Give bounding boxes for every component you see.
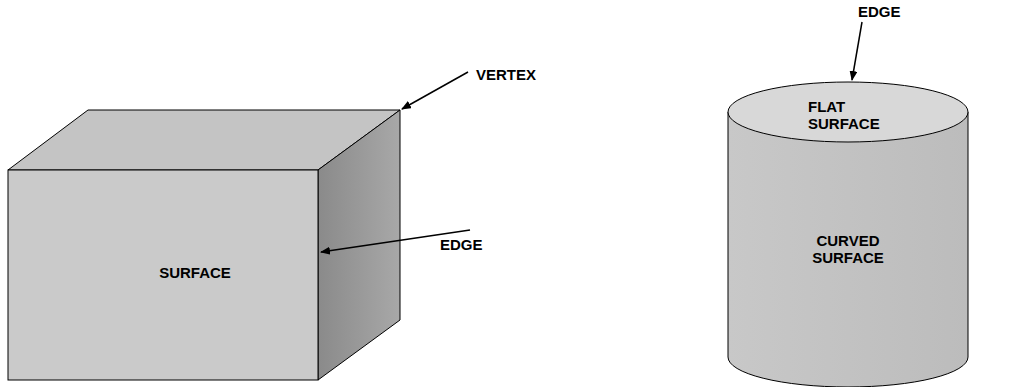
cylinder xyxy=(728,82,968,387)
flat-surface-label: FLAT SURFACE xyxy=(808,98,888,132)
leader-arrows xyxy=(321,22,862,252)
edge-label: EDGE xyxy=(858,3,901,20)
edge-label: EDGE xyxy=(440,236,483,253)
cuboid xyxy=(8,110,400,380)
curved-surface-label: CURVED SURFACE xyxy=(788,232,908,266)
vertex-label: VERTEX xyxy=(476,66,536,83)
face-label: SURFACE xyxy=(130,264,260,281)
